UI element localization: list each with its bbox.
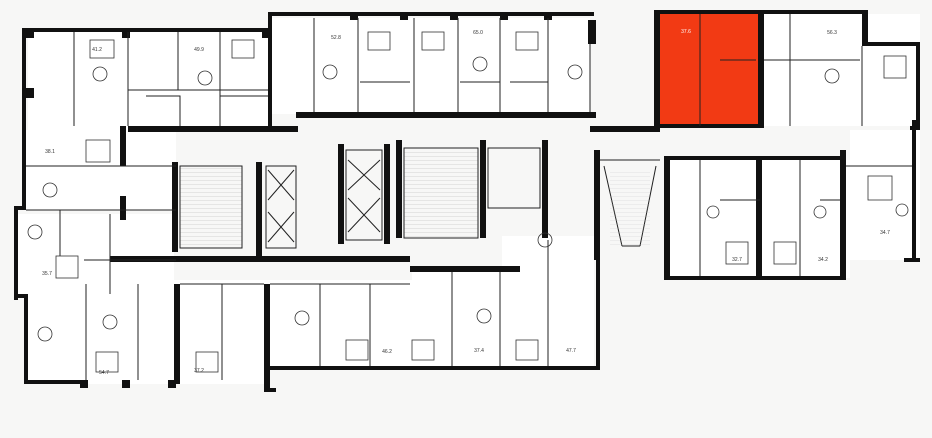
apartment-unit[interactable]: 34.2: [760, 160, 850, 278]
unit-area-label: 52.8: [331, 35, 341, 41]
apartment-unit[interactable]: 65.0: [414, 18, 590, 114]
unit-area-label: 32.7: [732, 257, 742, 263]
unit-area-label: 38.1: [45, 149, 55, 155]
apartment-unit[interactable]: 34.7: [850, 130, 920, 260]
unit-area-label: 49.9: [194, 47, 204, 53]
selected-unit-fill: [660, 12, 760, 126]
apartment-unit[interactable]: 46.2: [270, 280, 412, 370]
unit-area-label: 46.2: [382, 349, 392, 355]
apartment-unit[interactable]: 41.2: [28, 30, 128, 130]
apartment-unit[interactable]: 37.4: [412, 270, 502, 370]
furniture: [27, 31, 909, 373]
unit-area-label: 56.3: [827, 30, 837, 36]
unit-area-label: 34.7: [880, 230, 890, 236]
apartment-unit-selected[interactable]: 37.6: [660, 12, 760, 126]
apartment-unit[interactable]: 37.2: [176, 280, 270, 384]
building-core: [179, 147, 660, 249]
unit-area-label: 37.6: [681, 29, 691, 35]
interior-walls: [26, 14, 912, 380]
unit-area-label: 41.2: [92, 47, 102, 53]
unit-area-label: 47.7: [566, 348, 576, 354]
unit-area-label: 37.4: [474, 348, 484, 354]
apartment-unit[interactable]: 38.1: [26, 130, 176, 210]
unit-area-label: 35.7: [42, 271, 52, 277]
unit-area-label: 37.2: [194, 368, 204, 374]
apartment-unit[interactable]: 56.3: [760, 14, 920, 126]
apartment-unit[interactable]: 54.7: [26, 280, 176, 384]
unit-area-label: 65.0: [473, 30, 483, 36]
apartment-unit[interactable]: 52.8: [268, 18, 414, 114]
apartment-unit[interactable]: 32.7: [670, 160, 760, 278]
exterior-walls: [14, 10, 920, 392]
unit-area-label: 34.2: [818, 257, 828, 263]
unit-area-label: 54.7: [99, 370, 109, 376]
